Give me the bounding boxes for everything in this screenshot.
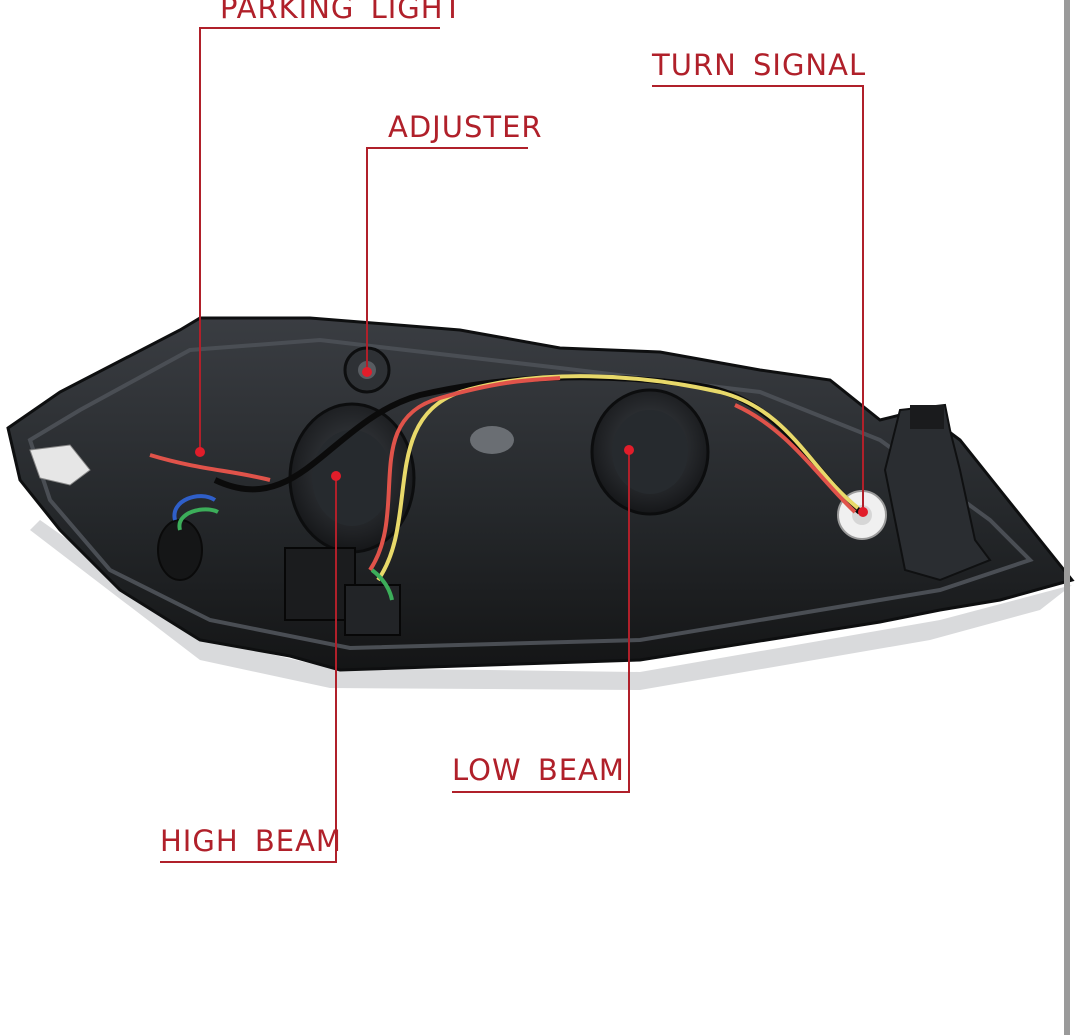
label-parking-light: PARKING LIGHT (220, 0, 463, 25)
leader-high-beam (160, 476, 337, 863)
dot-adjuster (362, 367, 372, 377)
label-adjuster: ADJUSTER (388, 110, 543, 144)
wire-blue (172, 494, 217, 521)
label-turn-signal: TURN SIGNAL (652, 48, 867, 82)
left-mount-tab (29, 444, 91, 486)
right-edge-scrollbar (1064, 0, 1070, 1035)
leader-turn-signal (652, 85, 864, 512)
marker-dots (195, 367, 868, 517)
lens-edge (30, 520, 1072, 690)
housing-body (6, 316, 1075, 672)
wire-red (149, 376, 561, 572)
dot-turn-signal (858, 507, 868, 517)
housing-rim (27, 337, 1034, 651)
leader-lines (160, 27, 864, 863)
right-connector-block (883, 403, 992, 582)
leader-adjuster (366, 147, 528, 372)
leader-parking-light (199, 27, 440, 452)
wire-yellow (376, 374, 860, 582)
label-high-beam: HIGH BEAM (160, 824, 342, 858)
leader-low-beam (452, 450, 630, 793)
dot-high-beam (331, 471, 341, 481)
dot-parking-light (195, 447, 205, 457)
dot-low-beam (624, 445, 634, 455)
label-low-beam: LOW BEAM (452, 753, 625, 787)
wire-green (177, 507, 394, 601)
center-boss (470, 426, 514, 454)
wire-red-turn (734, 403, 857, 514)
